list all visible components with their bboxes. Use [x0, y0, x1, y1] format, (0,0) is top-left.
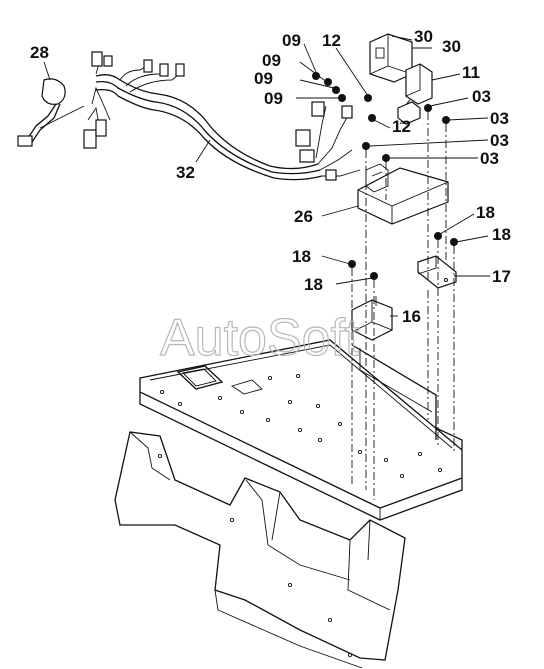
floor-plate	[139, 339, 463, 521]
lower-cover	[114, 431, 406, 669]
connector-12	[397, 101, 421, 125]
callout-03-4: 03	[480, 149, 499, 168]
callout-03-1: 03	[472, 87, 491, 106]
callout-09-1: 09	[282, 31, 301, 50]
callouts: 28 32 09 09 09 09 12 12 30 30 11 03 03 0…	[30, 27, 511, 326]
callout-18-1: 18	[476, 203, 495, 222]
relay-30	[369, 33, 413, 83]
callout-18-3: 18	[292, 247, 311, 266]
callout-18-4: 18	[304, 275, 323, 294]
callout-18-2: 18	[492, 225, 511, 244]
callout-28: 28	[30, 43, 49, 62]
callout-32: 32	[176, 163, 195, 182]
leader-lines	[43, 35, 490, 317]
cable-28	[17, 78, 85, 147]
callout-09-2: 09	[262, 51, 281, 70]
bracket-17	[417, 255, 457, 289]
controller-unit	[357, 163, 449, 225]
callout-12-2: 12	[392, 117, 411, 136]
callout-11: 11	[462, 63, 480, 82]
wire-harness	[83, 51, 361, 181]
assembly-lines	[351, 112, 455, 500]
switch-11	[399, 63, 433, 125]
callout-30-2: 30	[442, 37, 461, 56]
callout-12-1: 12	[322, 31, 341, 50]
callout-16: 16	[402, 307, 421, 326]
callout-03-3: 03	[490, 131, 509, 150]
bracket-16	[351, 296, 393, 341]
watermark-text: AutoSoft	[160, 309, 360, 367]
callout-26: 26	[294, 207, 313, 226]
callout-09-3: 09	[254, 69, 273, 88]
callout-09-4: 09	[264, 89, 283, 108]
plate-holes	[159, 373, 443, 479]
callout-30-1: 30	[414, 27, 433, 46]
bolts	[312, 72, 458, 280]
callout-03-2: 03	[490, 109, 509, 128]
callout-17: 17	[492, 267, 511, 286]
